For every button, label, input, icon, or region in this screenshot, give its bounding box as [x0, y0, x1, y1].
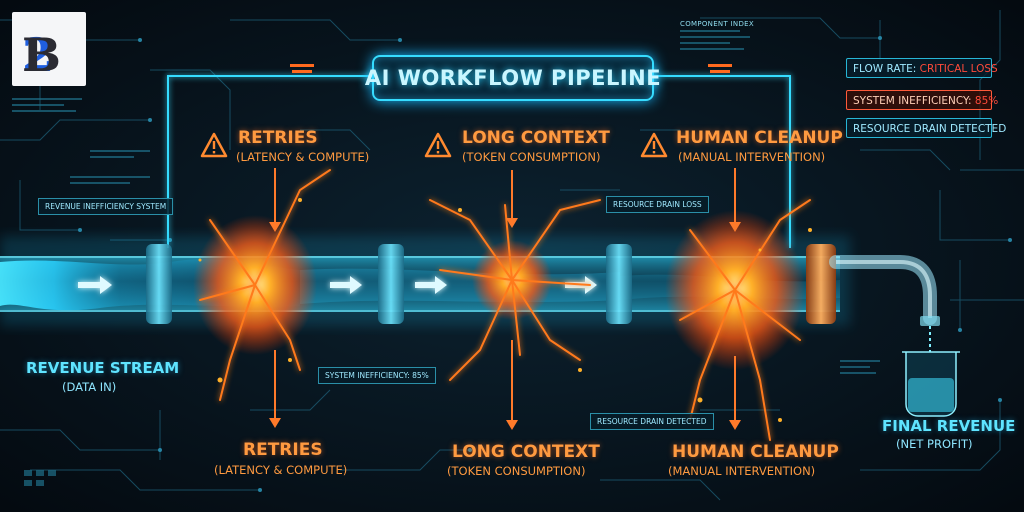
inefficiency-status: SYSTEM INEFFICIENCY: 85% [846, 90, 998, 110]
warning-title-retries: RETRIES [238, 128, 318, 148]
beaker-icon [902, 351, 960, 417]
inefficiency-value: 85% [974, 95, 999, 107]
warning-subtitle-retries: (LATENCY & COMPUTE) [236, 150, 370, 164]
output-title: FINAL REVENUE [882, 417, 1016, 435]
input-title: REVENUE STREAM [26, 359, 180, 377]
warning-triangle-icon [200, 132, 228, 158]
flow-rate-status: FLOW RATE: CRITICAL LOSS [846, 58, 998, 78]
system-inefficiency-panel: SYSTEM INEFFICIENCY: 85% [318, 367, 436, 384]
component-header: COMPONENT INDEX [680, 20, 754, 28]
bottom-title-long-context: LONG CONTEXT [452, 442, 600, 462]
logo-part-1: 2 [22, 28, 54, 82]
bottom-title-retries: RETRIES [243, 440, 323, 460]
logo-part-2: B [22, 28, 61, 82]
warning-triangle-icon [424, 132, 452, 158]
inefficiency-label: SYSTEM INEFFICIENCY: [853, 95, 975, 107]
resource-drain-status: RESOURCE DRAIN DETECTED [846, 118, 1006, 138]
bottom-subtitle-human-cleanup: (MANUAL INTERVENTION) [668, 464, 816, 478]
input-subtitle: (DATA IN) [62, 380, 117, 394]
flow-rate-value: CRITICAL LOSS [919, 63, 998, 75]
title-box: AI WORKFLOW PIPELINE [364, 55, 662, 101]
output-subtitle: (NET PROFIT) [896, 437, 973, 451]
warning-subtitle-long-context: (TOKEN CONSUMPTION) [462, 150, 601, 164]
warning-subtitle-human-cleanup: (MANUAL INTERVENTION) [678, 150, 826, 164]
bottom-subtitle-long-context: (TOKEN CONSUMPTION) [447, 464, 586, 478]
resource-drain-detected-panel: RESOURCE DRAIN DETECTED [590, 413, 714, 430]
flow-rate-label: FLOW RATE: [853, 63, 920, 75]
warning-title-human-cleanup: HUMAN CLEANUP [676, 128, 843, 148]
warning-title-long-context: LONG CONTEXT [462, 128, 610, 148]
bottom-subtitle-retries: (LATENCY & COMPUTE) [214, 463, 348, 477]
resource-drain-loss-panel: RESOURCE DRAIN LOSS [606, 196, 709, 213]
revenue-inefficiency-panel: REVENUE INEFFICIENCY SYSTEM [38, 198, 174, 215]
page-title: AI WORKFLOW PIPELINE [364, 66, 662, 90]
bottom-title-human-cleanup: HUMAN CLEANUP [672, 442, 839, 462]
warning-triangle-icon [640, 132, 668, 158]
